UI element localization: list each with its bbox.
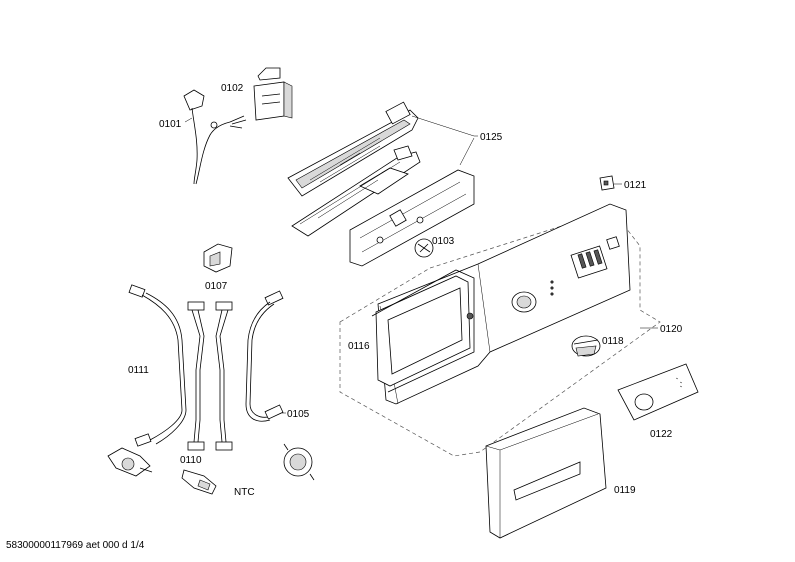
pressure-switch-part xyxy=(283,443,315,481)
label-0107: 0107 xyxy=(205,281,228,292)
panel-assembly-outline xyxy=(339,209,661,457)
wire-harness-left xyxy=(128,284,187,447)
label-0110: 0110 xyxy=(180,455,202,466)
label-0102: 0102 xyxy=(221,83,244,94)
power-cord-part xyxy=(183,89,247,185)
program-knob-part xyxy=(571,335,601,357)
document-footer: 58300000117969 aet 000 d 1/4 xyxy=(6,540,145,551)
label-0119: 0119 xyxy=(614,485,636,496)
control-module-upper xyxy=(287,101,419,197)
label-0120: 0120 xyxy=(660,324,683,335)
label-0125: 0125 xyxy=(480,132,503,143)
ntc-sensor-part xyxy=(181,469,217,495)
wire-harness-right xyxy=(245,290,284,422)
label-0105: 0105 xyxy=(287,409,310,420)
label-0118: 0118 xyxy=(602,336,624,347)
label-0101: 0101 xyxy=(159,119,182,130)
control-module-lower xyxy=(291,145,421,237)
label-0121: 0121 xyxy=(624,180,647,191)
label-0111: 0111 xyxy=(128,365,149,376)
label-0122: 0122 xyxy=(650,429,673,440)
panel-insert-part xyxy=(617,363,699,421)
dispenser-frame-part xyxy=(371,269,475,393)
dispenser-drawer-part xyxy=(485,407,607,539)
level-switch-part xyxy=(107,447,153,477)
label-0103: 0103 xyxy=(432,236,455,247)
suppressor-part xyxy=(253,67,293,121)
wire-harness-middle xyxy=(187,301,233,451)
light-guide-part xyxy=(414,238,434,258)
clip-part xyxy=(599,175,615,191)
label-ntc: NTC xyxy=(234,487,255,498)
connector-part xyxy=(203,243,233,273)
label-0116: 0116 xyxy=(348,341,370,352)
control-pcb xyxy=(349,169,475,267)
